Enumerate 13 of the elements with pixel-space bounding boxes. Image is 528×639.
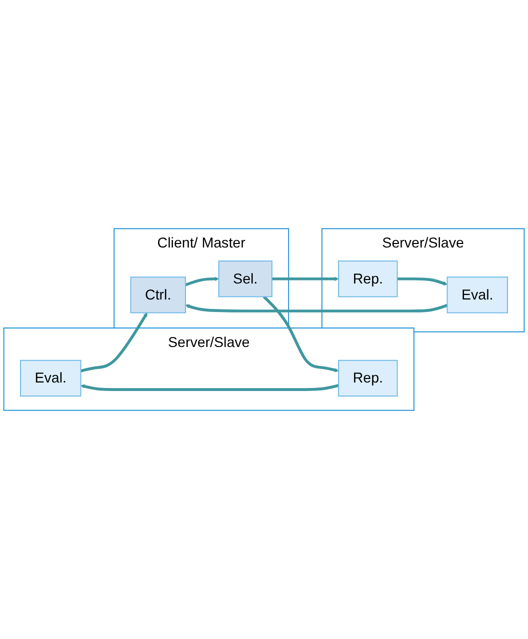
node-box: Sel. (218, 260, 272, 298)
node-box: Rep. (338, 360, 398, 397)
arrow (80, 312, 148, 372)
arrow (272, 276, 339, 281)
arrow (262, 296, 339, 372)
node-box: Rep. (338, 260, 398, 298)
node-box: Eval. (446, 276, 508, 314)
node-box: Eval. (20, 360, 82, 397)
node-box: Ctrl. (130, 276, 186, 314)
arrow (397, 277, 448, 286)
arrow (80, 384, 339, 391)
arrow (184, 276, 219, 286)
arrow (185, 304, 448, 312)
